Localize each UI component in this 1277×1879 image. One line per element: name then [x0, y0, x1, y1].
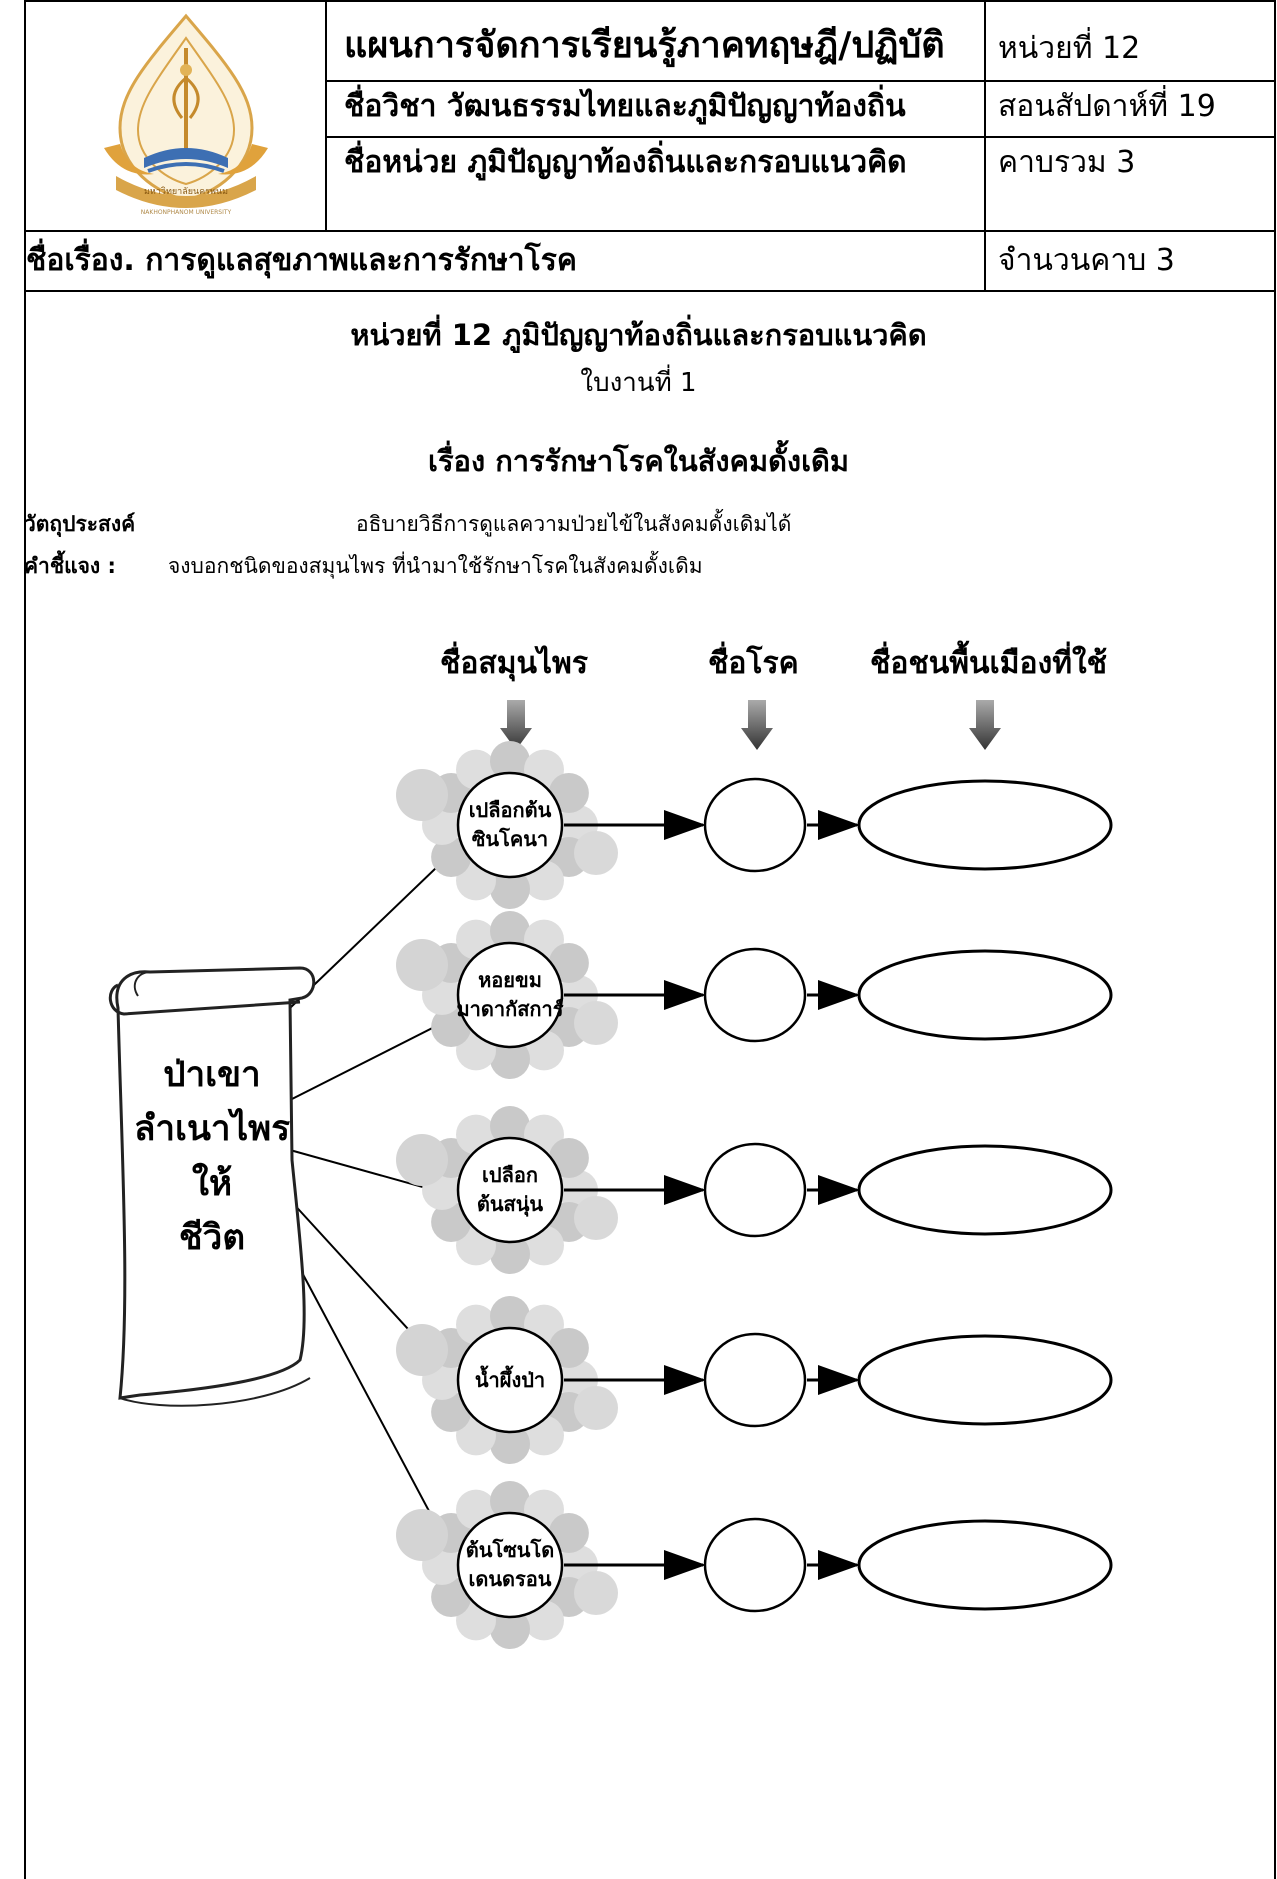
scroll-line: ให้ — [191, 1163, 233, 1204]
herb-label-line: หอยขม — [478, 968, 542, 992]
herb-circle — [456, 941, 564, 1049]
herb-circle — [456, 1136, 564, 1244]
native-people-answer-oval — [857, 1334, 1113, 1426]
table-border-col — [984, 0, 986, 290]
flower-decoration — [396, 1106, 618, 1274]
objective-label: วัตถุประสงค์ — [24, 512, 136, 536]
university-logo: มหาวิทยาลัยนครพนม NAKHONPHANOM UNIVERSIT… — [104, 13, 268, 216]
native-people-answer-oval — [857, 1519, 1113, 1611]
period-count: จำนวนคาบ 3 — [998, 243, 1175, 278]
herb-label-line: น้ำผึ้งป่า — [474, 1367, 546, 1392]
teaching-week: สอนสัปดาห์ที่ 19 — [998, 89, 1216, 124]
disease-answer-circle — [703, 1517, 807, 1613]
disease-answer-circle — [703, 1142, 807, 1238]
down-arrow-icon — [741, 700, 773, 750]
unit-number: หน่วยที่ 12 — [998, 31, 1141, 66]
down-arrow-icon — [500, 700, 532, 750]
herb-label-line: เปลือก — [482, 1163, 538, 1187]
column-header-native-people: ชื่อชนพื้นเมืองที่ใช้ — [870, 646, 1108, 681]
subject-name: ชื่อวิชา วัฒนธรรมไทยและภูมิปัญญาท้องถิ่น — [344, 89, 906, 124]
herb-label-line: ซินโคนา — [471, 827, 549, 851]
table-border-row — [26, 230, 1274, 232]
herb-circle — [456, 1511, 564, 1619]
herb-label: หอยขมมาดากัสการ์ — [455, 966, 565, 1024]
herb-label: น้ำผึ้งป่า — [455, 1366, 565, 1395]
scroll-banner — [108, 966, 316, 1407]
sheet-subject: เรื่อง การรักษาโรคในสังคมดั้งเดิม — [428, 444, 849, 478]
total-periods: คาบรวม 3 — [998, 145, 1136, 180]
scroll-line: ป่าเขา — [163, 1055, 261, 1095]
herb-label-line: เดนดรอน — [468, 1567, 552, 1591]
table-border-row — [326, 136, 1274, 138]
column-header-disease: ชื่อโรค — [708, 646, 799, 681]
diagram-graphics — [108, 700, 1113, 1649]
table-border-row — [26, 290, 1274, 292]
disease-answer-circle — [703, 947, 807, 1043]
scroll-text: ป่าเขา ลำเนาไพร ให้ ชีวิต — [112, 1048, 312, 1265]
herb-label: ต้นโซนโดเดนดรอน — [455, 1536, 565, 1594]
flower-decoration — [396, 741, 618, 909]
native-people-answer-oval — [857, 779, 1113, 871]
disease-answer-circle — [703, 1332, 807, 1428]
herb-circle — [456, 1326, 564, 1434]
table-border-row — [326, 80, 1274, 82]
native-people-answer-oval — [857, 949, 1113, 1041]
unit-name: ชื่อหน่วย ภูมิปัญญาท้องถิ่นและกรอบแนวคิด — [344, 145, 907, 180]
table-border-top — [26, 0, 1274, 2]
herb-label: เปลือกต้นสนุ่น — [455, 1161, 565, 1219]
header-table: มหาวิทยาลัยนครพนม NAKHONPHANOM UNIVERSIT… — [24, 0, 1276, 1879]
disease-answer-circle — [703, 777, 807, 873]
herb-label: เปลือกต้นซินโคนา — [455, 796, 565, 854]
herb-label-line: เปลือกต้น — [468, 798, 552, 822]
column-header-herb: ชื่อสมุนไพร — [440, 646, 588, 681]
flower-decoration — [396, 911, 618, 1079]
herb-label-line: ต้นโซนโด — [465, 1538, 555, 1562]
herb-label-line: มาดากัสการ์ — [456, 997, 564, 1021]
logo-text-en: NAKHONPHANOM UNIVERSITY — [141, 209, 232, 216]
scroll-line: ชีวิต — [178, 1217, 246, 1258]
instruction-text: จงบอกชนิดของสมุนไพร ที่นำมาใช้รักษาโรคใน… — [168, 554, 703, 578]
topic-title: ชื่อเรื่อง. การดูแลสุขภาพและการรักษาโรค — [26, 243, 577, 278]
down-arrow-icon — [969, 700, 1001, 750]
unit-heading: หน่วยที่ 12 ภูมิปัญญาท้องถิ่นและกรอบแนวค… — [350, 318, 927, 352]
objective-text: อธิบายวิธีการดูแลความป่วยไข้ในสังคมดั้งเ… — [356, 512, 792, 536]
herb-label-line: ต้นสนุ่น — [476, 1192, 544, 1216]
branch-line — [289, 842, 463, 1009]
native-people-answer-oval — [857, 1144, 1113, 1236]
plan-title: แผนการจัดการเรียนรู้ภาคทฤษฎี/ปฏิบัติ — [344, 25, 945, 66]
logo-text: มหาวิทยาลัยนครพนม — [144, 186, 228, 197]
instruction-label: คำชี้แจง : — [24, 554, 116, 578]
table-border-col — [325, 0, 327, 230]
sheet-number: ใบงานที่ 1 — [580, 368, 697, 398]
herb-circle — [456, 771, 564, 879]
scroll-line: ลำเนาไพร — [133, 1109, 291, 1150]
